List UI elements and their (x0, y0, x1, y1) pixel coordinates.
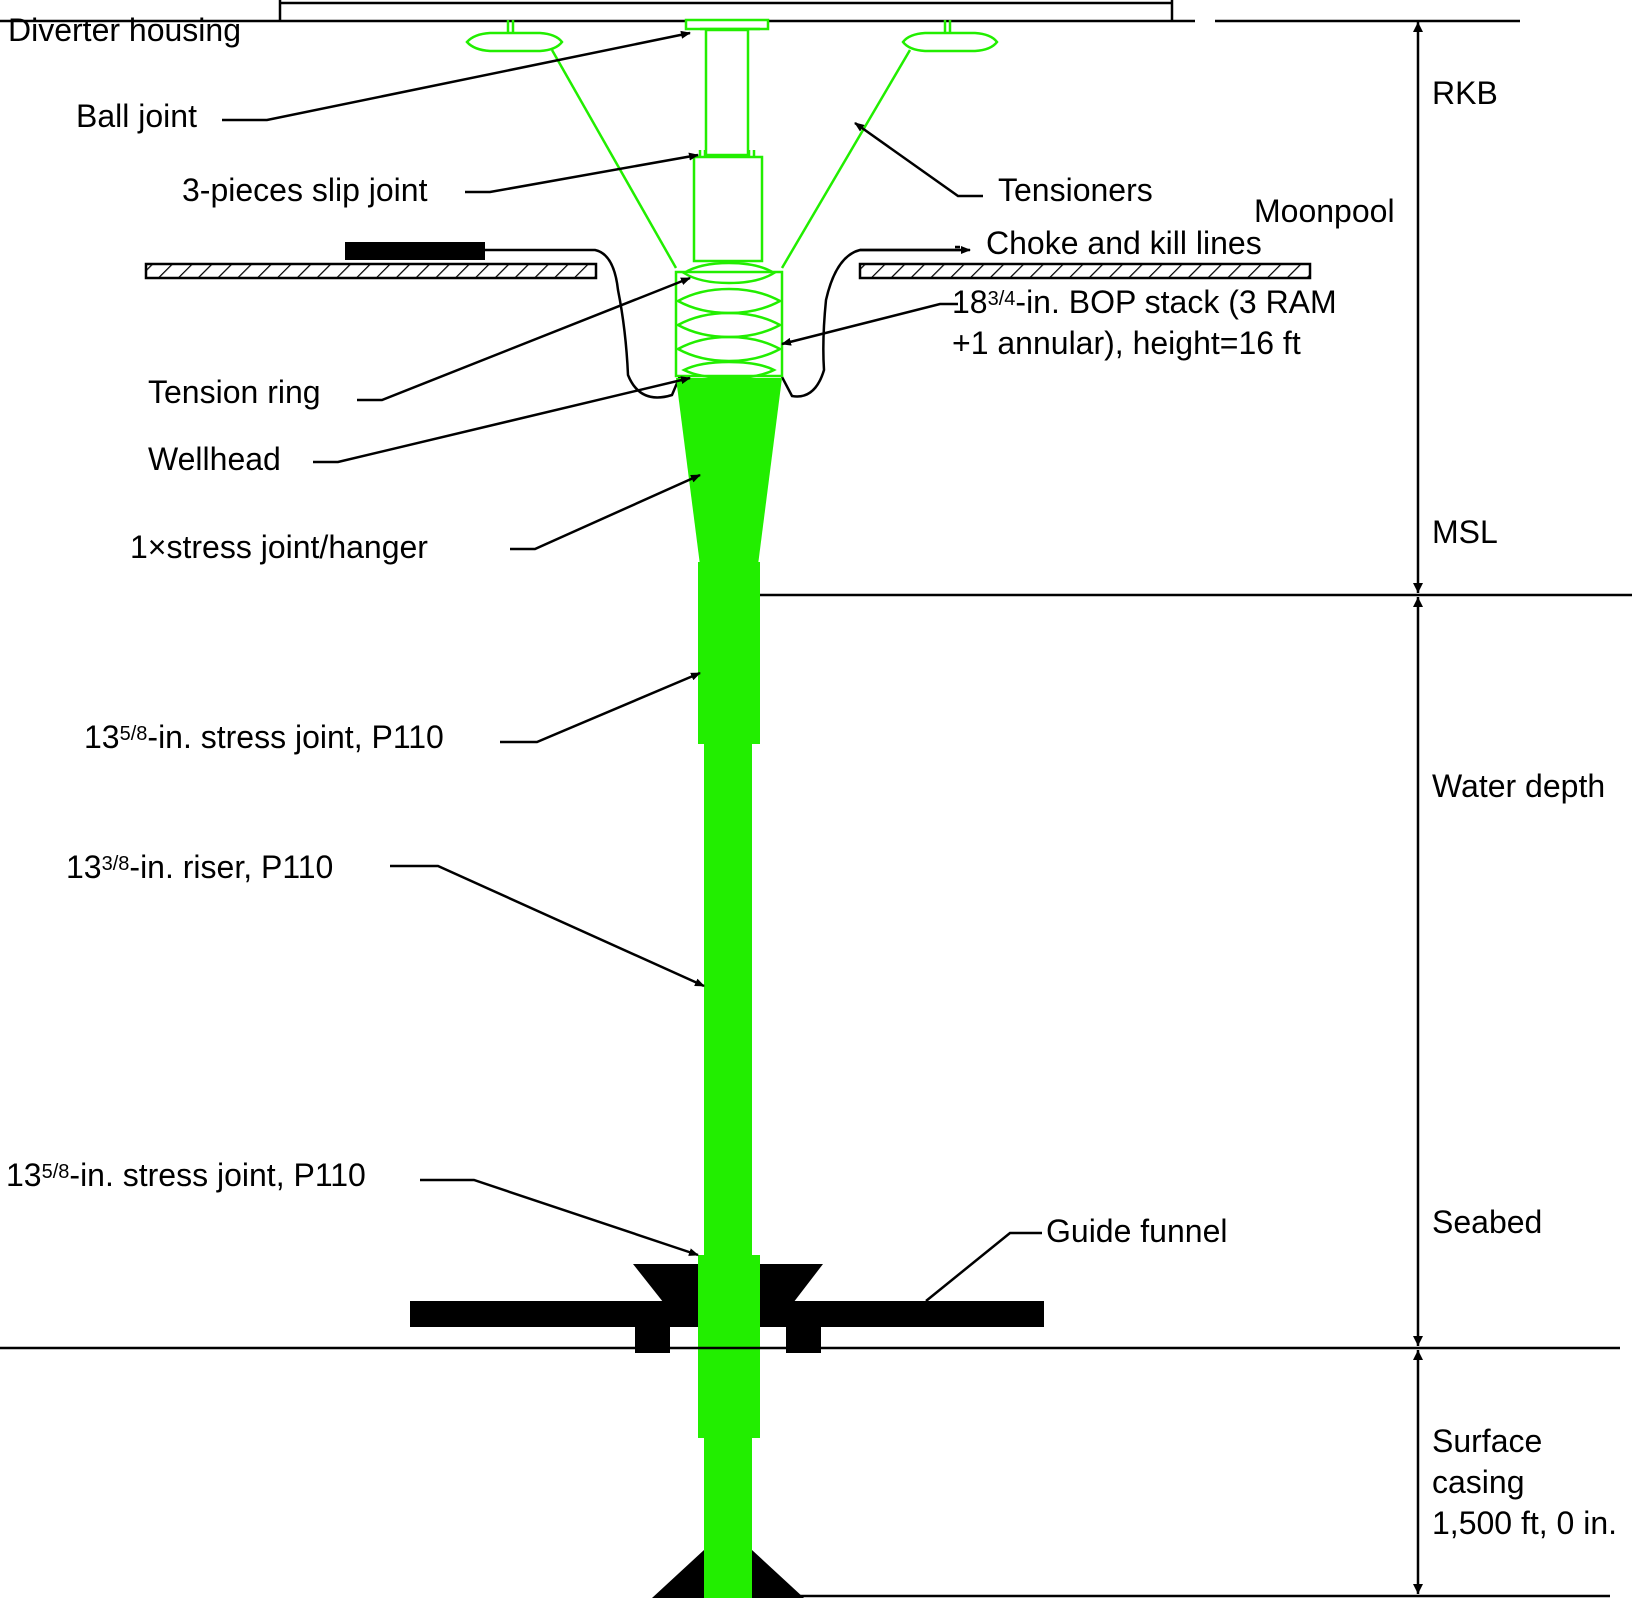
label-choke-kill-lines: Choke and kill lines (986, 225, 1262, 261)
upper-stress-joint (698, 562, 760, 744)
rig-floor (0, 0, 1520, 23)
bop-size-whole: 18 (952, 284, 988, 320)
dim-surface-casing-3: 1,500 ft, 0 in. (1432, 1505, 1617, 1541)
surface-casing-pipe (704, 1436, 752, 1598)
tensioner-right (780, 20, 999, 269)
tensioner-left (465, 20, 678, 269)
upper-stress-size-fraction: 5/8 (120, 723, 148, 745)
dim-rkb: RKB (1432, 75, 1498, 111)
diverter-top-flange (684, 18, 770, 31)
upper-stress-rest: -in. stress joint, P110 (147, 719, 443, 755)
lower-stress-size-fraction: 5/8 (42, 1161, 70, 1183)
dim-seabed: Seabed (1432, 1204, 1542, 1240)
label-moonpool: Moonpool (1254, 193, 1395, 229)
casing-shoe (652, 1550, 804, 1598)
label-diverter-housing: Diverter housing (8, 12, 241, 48)
component-labels: Diverter housing Ball joint 3-pieces sli… (6, 12, 1395, 1249)
label-bop-stack: 183/4-in. BOP stack (3 RAM (952, 284, 1337, 320)
label-tensioners: Tensioners (998, 172, 1153, 208)
label-tension-ring: Tension ring (148, 374, 321, 410)
label-bop-stack-line-2: +1 annular), height=16 ft (952, 325, 1301, 361)
dim-msl: MSL (1432, 514, 1498, 550)
dim-surface-casing-1: Surface (1432, 1423, 1542, 1459)
slip-joint (692, 28, 764, 263)
stress-joint-hanger (676, 378, 782, 565)
label-riser: 133/8-in. riser, P110 (66, 849, 333, 885)
bop-size-fraction: 3/4 (988, 288, 1016, 310)
label-wellhead: Wellhead (148, 441, 281, 477)
level-lines (0, 593, 1632, 1598)
dim-surface-casing-2: casing (1432, 1464, 1525, 1500)
lower-stress-rest: -in. stress joint, P110 (69, 1157, 365, 1193)
dim-water-depth: Water depth (1432, 768, 1605, 804)
label-ball-joint: Ball joint (76, 98, 197, 134)
riser-rest: -in. riser, P110 (129, 849, 333, 885)
riser-size-fraction: 3/8 (102, 853, 130, 875)
label-lower-stress-joint: 135/8-in. stress joint, P110 (6, 1157, 366, 1193)
upper-stress-size-whole: 13 (84, 719, 120, 755)
bop-line-1: -in. BOP stack (3 RAM (1015, 284, 1336, 320)
bop-stack (674, 261, 784, 380)
leader-lines (222, 30, 1042, 1302)
moonpool-deck (144, 242, 1312, 280)
dimension-labels: RKB MSL Water depth Seabed Surface casin… (1432, 75, 1617, 1541)
lower-stress-size-whole: 13 (6, 1157, 42, 1193)
label-guide-funnel: Guide funnel (1046, 1213, 1227, 1249)
label-slip-joint: 3-pieces slip joint (182, 172, 428, 208)
choke-kill-reel (345, 242, 485, 260)
riser-size-whole: 13 (66, 849, 102, 885)
label-stress-joint-hanger: 1×stress joint/hanger (130, 529, 428, 565)
label-upper-stress-joint: 135/8-in. stress joint, P110 (84, 719, 444, 755)
riser-joint (704, 742, 752, 1258)
riser-string (698, 562, 760, 1598)
